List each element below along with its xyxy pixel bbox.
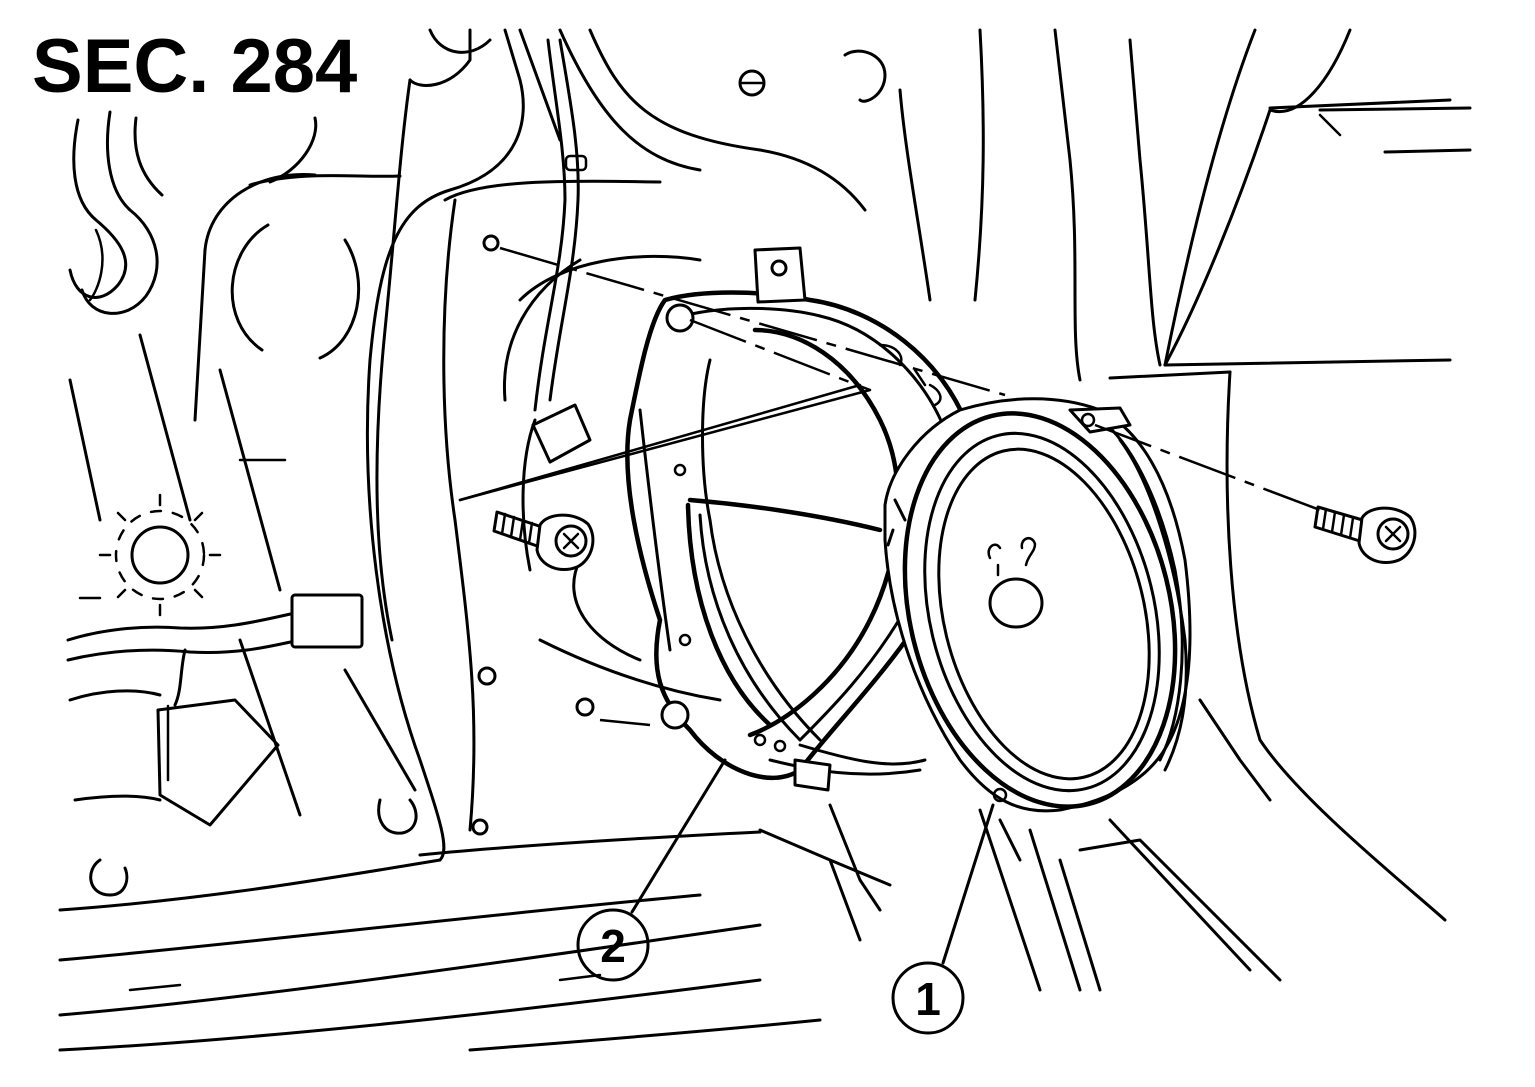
callout-number: 1 bbox=[915, 973, 941, 1025]
connector-icon bbox=[531, 403, 592, 464]
callout-2: 2 bbox=[576, 758, 727, 982]
body-panel-right bbox=[828, 28, 1472, 992]
door-inner-panel bbox=[66, 110, 418, 897]
screw-icon bbox=[492, 510, 595, 572]
connector-icon bbox=[156, 698, 280, 827]
connector-icon bbox=[290, 593, 364, 649]
speaker bbox=[883, 397, 1192, 813]
callout-1: 1 bbox=[891, 803, 995, 1035]
door-frame bbox=[58, 28, 892, 1052]
screw-icon bbox=[1313, 505, 1417, 565]
callout-number: 2 bbox=[600, 920, 626, 972]
assembly-guide-lines bbox=[458, 246, 1321, 727]
section-label: SEC. 284 bbox=[32, 24, 357, 109]
